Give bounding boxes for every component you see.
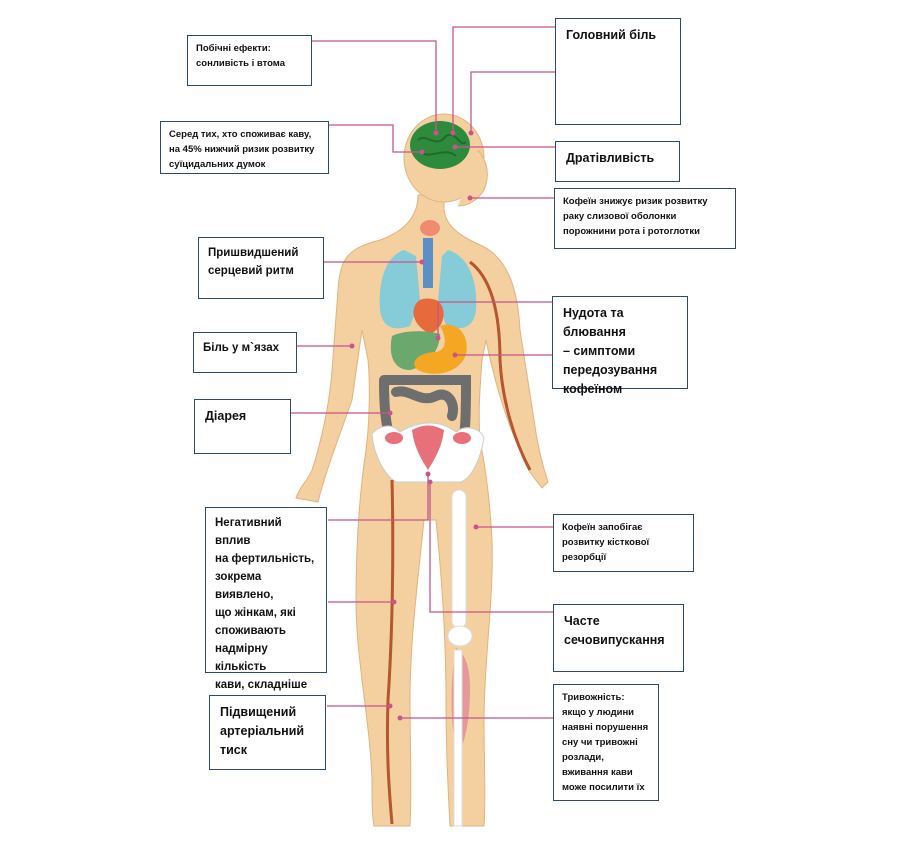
leader-side-effects: [311, 40, 437, 133]
stomach: [414, 324, 467, 374]
leader-dots: [349, 130, 479, 721]
knee: [447, 625, 473, 647]
label-muscle-pain-text: Біль у м`язах: [203, 342, 280, 354]
label-oral-cancer-text: Кофеїн знижує ризик розвитку раку слизов…: [563, 196, 708, 237]
brain: [410, 121, 470, 169]
label-nausea-text: Нудота та блювання – симптоми передозува…: [563, 306, 658, 396]
label-irritability-text: Дратівливість: [566, 151, 655, 165]
uterus: [412, 425, 444, 470]
label-blood-pressure-text: Підвищений артеріальний тиск: [220, 705, 305, 757]
body-outline: [295, 194, 549, 827]
leader-suicide: [329, 124, 422, 153]
leader-nausea: [437, 301, 552, 338]
heart: [413, 298, 444, 334]
label-oral-cancer: Кофеїн знижує ризик розвитку раку слизов…: [554, 188, 736, 249]
leader-fertility-1: [328, 474, 429, 521]
right-arm-vessel: [469, 260, 532, 471]
label-fertility: Негативний вплив на фертильність, зокрем…: [205, 507, 327, 709]
label-urination-text: Часте сечовипускання: [564, 614, 665, 647]
tibia: [453, 649, 463, 827]
label-fertility-text: Негативний вплив на фертильність, зокрем…: [215, 517, 315, 709]
label-irritability: Дратівливість: [555, 141, 680, 182]
label-muscle-pain: Біль у м`язах: [193, 332, 297, 373]
label-diarrhea: Діарея: [194, 399, 291, 454]
label-headache-text: Головний біль: [566, 28, 657, 42]
label-bone: Кофеїн запобігає розвитку кісткової резо…: [553, 514, 694, 572]
label-blood-pressure: Підвищений артеріальний тиск: [209, 695, 326, 770]
label-headache: Головний біль: [555, 18, 681, 125]
label-urination: Часте сечовипускання: [553, 604, 684, 672]
label-heart-rate-text: Пришвидшений серцевий ритм: [208, 247, 299, 277]
label-anxiety-text: Тривожність: якщо у людини наявні поруше…: [562, 692, 649, 793]
leader-headache-1: [452, 26, 555, 133]
left-leg-vessel: [385, 479, 395, 825]
leader-lines: [290, 26, 555, 719]
label-anxiety: Тривожність: якщо у людини наявні поруше…: [553, 684, 659, 801]
label-suicide-risk-text: Серед тих, хто споживає каву, на 45% ниж…: [169, 129, 315, 170]
label-suicide-risk: Серед тих, хто споживає каву, на 45% ниж…: [160, 121, 329, 174]
trachea: [423, 238, 433, 288]
label-bone-text: Кофеїн запобігає розвитку кісткової резо…: [562, 522, 650, 563]
right-ovary: [453, 432, 471, 444]
label-side-effects: Побічні ефекти: сонливість і втома: [187, 35, 312, 86]
leader-headache-2: [470, 71, 555, 133]
femur: [451, 489, 467, 629]
right-lung: [438, 250, 477, 329]
label-side-effects-text: Побічні ефекти: сонливість і втома: [196, 43, 285, 69]
label-heart-rate: Пришвидшений серцевий ритм: [198, 237, 324, 299]
leader-urination: [429, 482, 553, 613]
label-nausea: Нудота та блювання – симптоми передозува…: [552, 296, 688, 396]
left-lung: [379, 250, 420, 329]
face-profile: [457, 149, 488, 207]
left-ovary: [385, 432, 403, 444]
thyroid: [420, 220, 440, 236]
label-diarrhea-text: Діарея: [205, 409, 247, 423]
